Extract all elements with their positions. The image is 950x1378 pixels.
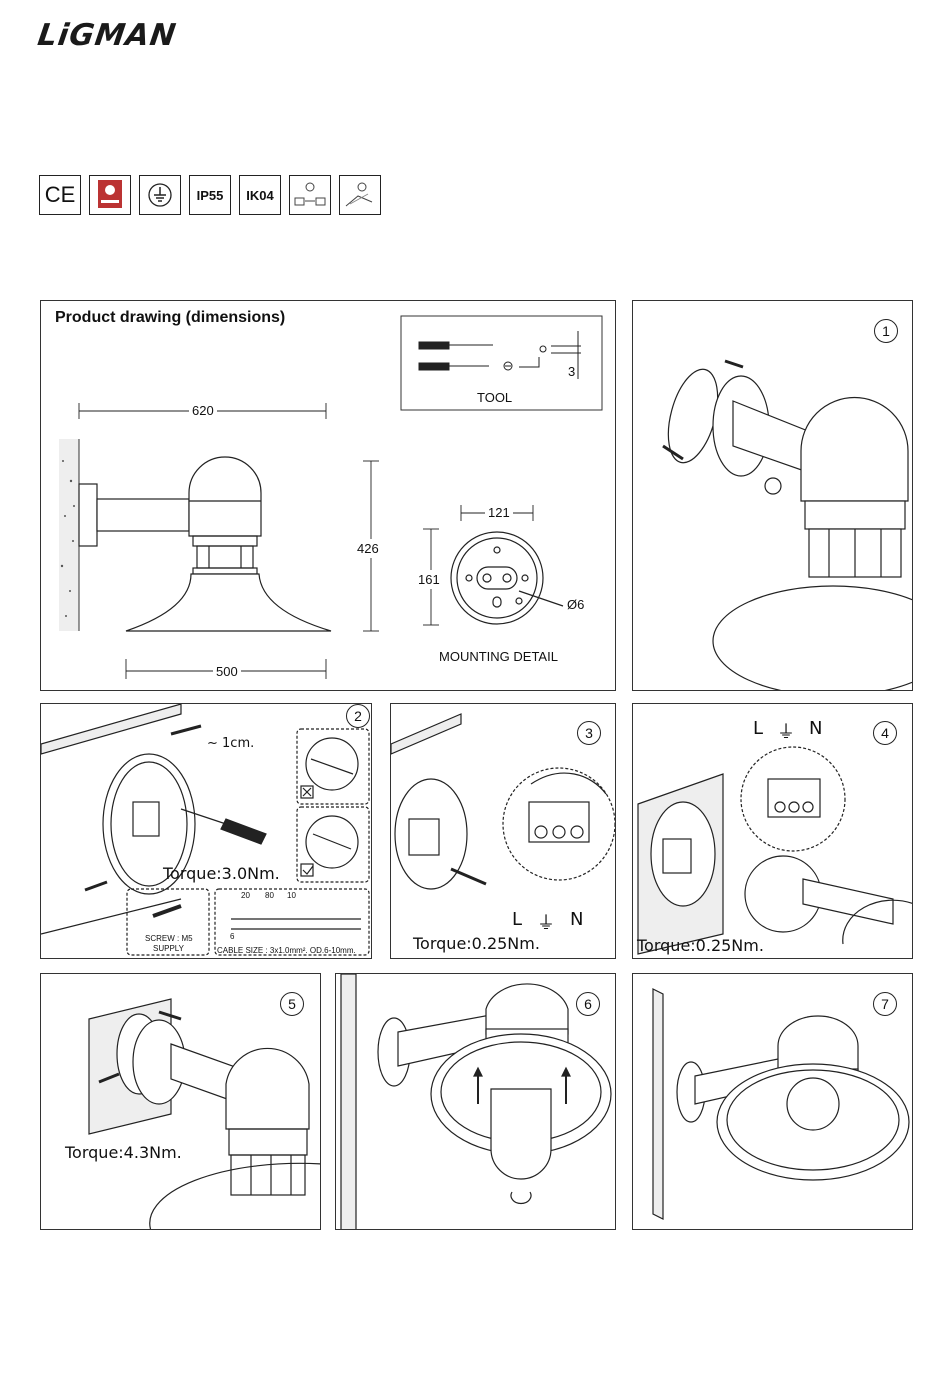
step-6-panel: 6: [335, 973, 616, 1230]
product-drawing-panel: Product drawing (dimensions): [40, 300, 616, 691]
step-5-panel: 5 Torque:4.3Nm.: [40, 973, 321, 1230]
supply-label: SUPPLY: [153, 944, 184, 953]
mounting-detail-label: MOUNTING DETAIL: [439, 649, 558, 664]
cable-dim-10: 10: [287, 891, 296, 900]
step-3-panel: 3 L ⏚ N Torque:0.25Nm.: [390, 703, 616, 959]
cable-size-label: CABLE SIZE : 3x1.0mm². OD.6-10mm.: [217, 946, 356, 955]
terminal-n-label: N: [809, 718, 822, 739]
product-drawing-svg: [41, 301, 616, 691]
step-7-illustration: [633, 974, 913, 1230]
step-6-illustration: [336, 974, 616, 1230]
step-1-panel: 1: [632, 300, 913, 691]
step-number: 2: [346, 704, 370, 728]
height-dimension: 426: [357, 539, 379, 558]
step-4-torque: Torque:0.25Nm.: [637, 936, 764, 955]
mount-width-dimension: 121: [485, 505, 513, 520]
installation-height-icon: [289, 175, 331, 215]
tool-label: TOOL: [477, 390, 512, 405]
brand-logo: LiGMAN: [36, 18, 179, 53]
cable-dim-6: 6: [230, 932, 234, 941]
cable-dim-20: 20: [241, 891, 250, 900]
gap-label: ~ 1cm.: [207, 736, 254, 751]
terminal-n-label: N: [570, 909, 583, 930]
step-4-illustration: [633, 704, 913, 959]
mount-hole-dimension: Ø6: [567, 597, 584, 612]
width-dimension: 620: [189, 403, 217, 418]
ik-rating-icon: IK04: [239, 175, 281, 215]
mount-height-dimension: 161: [418, 570, 440, 589]
step-4-panel: 4 L ⏚ N Torque:0.25Nm.: [632, 703, 913, 959]
step-number: 7: [873, 992, 897, 1016]
step-2-panel: 2 ~ 1cm. Torque:3.0Nm. SCREW : M5 SUPPLY…: [40, 703, 372, 959]
step-number: 3: [577, 721, 601, 745]
tool-dimension: 3: [568, 364, 575, 379]
terminal-l-label: L: [753, 718, 763, 739]
step-number: 6: [576, 992, 600, 1016]
earth-terminal-icon: ⏚: [537, 909, 555, 935]
step-number: 5: [280, 992, 304, 1016]
step-5-torque: Torque:4.3Nm.: [65, 1143, 182, 1162]
step-7-panel: 7: [632, 973, 913, 1230]
ce-mark-icon: CE: [39, 175, 81, 215]
ip-rating-icon: IP55: [189, 175, 231, 215]
certification-row: CE IP55 IK04: [39, 175, 381, 215]
earth-terminal-icon: ⏚: [777, 718, 795, 744]
terminal-l-label: L: [512, 909, 522, 930]
step-5-illustration: [41, 974, 321, 1230]
quality-seal-icon: [89, 175, 131, 215]
earth-ground-icon: [139, 175, 181, 215]
base-dimension: 500: [213, 664, 241, 679]
step-number: 1: [874, 319, 898, 343]
step-2-torque: Torque:3.0Nm.: [163, 864, 280, 883]
wall-mount-icon: [339, 175, 381, 215]
step-3-torque: Torque:0.25Nm.: [413, 934, 540, 953]
screw-label: SCREW : M5: [145, 934, 193, 943]
step-number: 4: [873, 721, 897, 745]
step-1-illustration: [633, 301, 913, 691]
cable-dim-80: 80: [265, 891, 274, 900]
